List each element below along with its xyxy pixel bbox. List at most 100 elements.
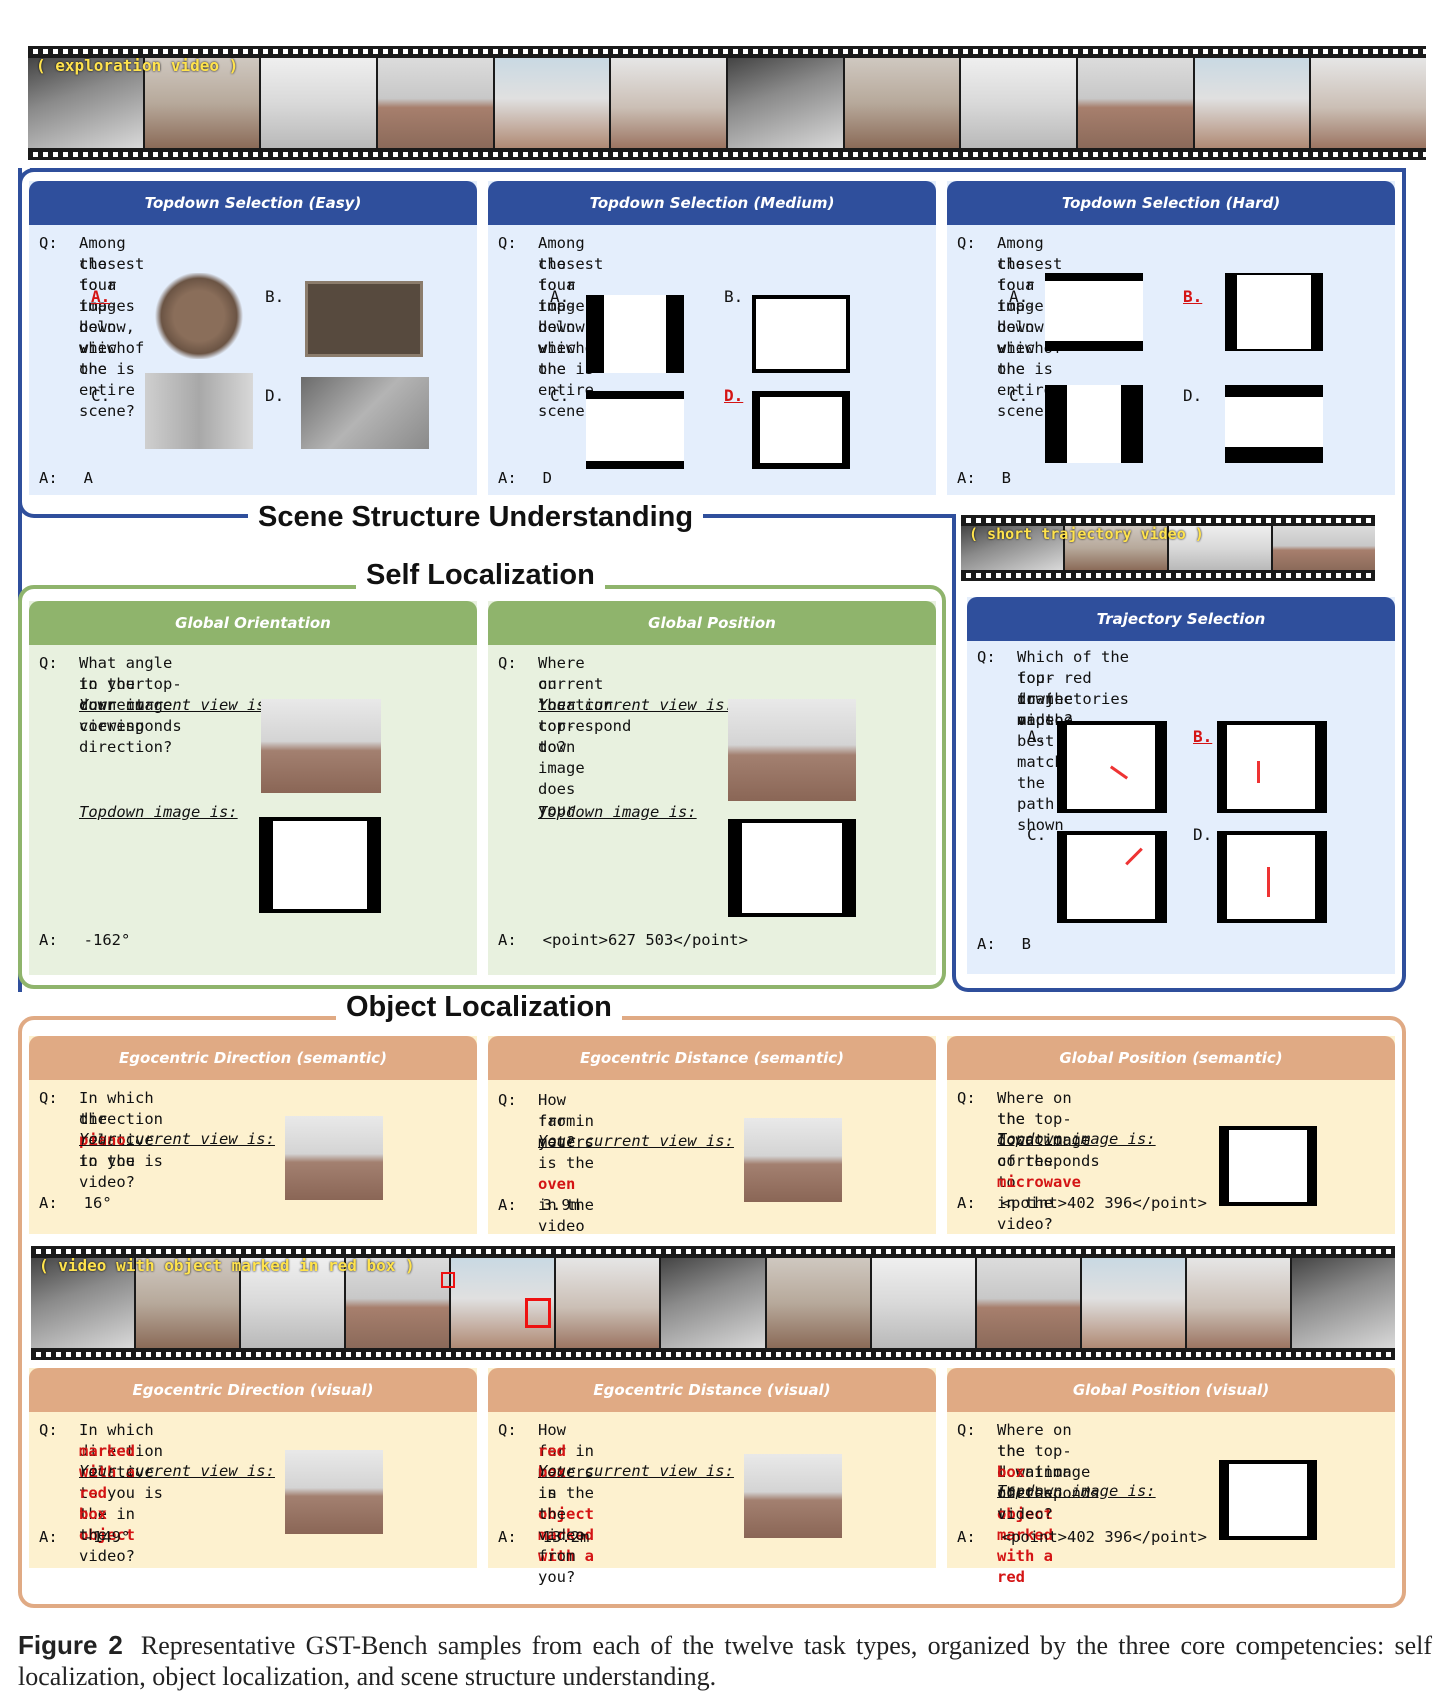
- panel-title: Topdown Selection (Easy): [29, 181, 477, 225]
- current-view-label: Your current view is:: [538, 696, 734, 714]
- panel-topdown-easy: Topdown Selection (Easy) Q: Among the fo…: [29, 181, 477, 495]
- panel-title: Topdown Selection (Hard): [947, 181, 1395, 225]
- video-frame: [1194, 58, 1310, 148]
- map-thumb: [752, 295, 850, 373]
- map-thumb: [586, 295, 684, 373]
- object-localization-title: Object Localization: [336, 990, 622, 1024]
- self-localization-title: Self Localization: [356, 558, 605, 592]
- answer-value: B: [1021, 935, 1032, 953]
- topdown-label: Topdown image is:: [538, 803, 697, 821]
- panel-title: Topdown Selection (Medium): [488, 181, 936, 225]
- red-box-marker: [441, 1272, 455, 1288]
- caption-text: Representative GST-Bench samples from ea…: [18, 1631, 1432, 1691]
- panel-title: Egocentric Direction (visual): [29, 1368, 477, 1412]
- video-frame: [611, 58, 727, 148]
- option-b: B.: [724, 287, 744, 306]
- answer-value: -149°: [83, 1528, 131, 1546]
- panel-ego-direction-visual: Egocentric Direction (visual) Q: In whic…: [29, 1368, 477, 1568]
- option-c: C.: [1009, 386, 1029, 405]
- video-frame: [1078, 58, 1193, 148]
- panel-title: Global Position (semantic): [947, 1036, 1395, 1080]
- option-a: A.: [1027, 727, 1047, 746]
- topdown-label: Topdown image is:: [997, 1482, 1156, 1500]
- video-frame: [378, 58, 493, 148]
- current-view-image: [261, 699, 381, 793]
- answer-value: <point>402 396</point>: [1001, 1194, 1207, 1212]
- current-view-label: Your current view is:: [538, 1132, 734, 1150]
- panel-global-position: Global Position Q: Where on the top-down…: [488, 601, 936, 975]
- option-d: D.: [1193, 825, 1213, 844]
- option-a: A.: [550, 287, 570, 306]
- video-frame: [844, 58, 960, 148]
- panel-ego-direction-semantic: Egocentric Direction (semantic) Q: In wh…: [29, 1036, 477, 1234]
- topdown-map: [1219, 1126, 1317, 1206]
- panel-title: Egocentric Distance (visual): [488, 1368, 936, 1412]
- panel-ego-distance-semantic: Egocentric Distance (semantic) Q: How fa…: [488, 1036, 936, 1235]
- topdown-label: Topdown image is:: [79, 803, 238, 821]
- current-view-label: Your current view is:: [538, 1462, 734, 1480]
- map-thumb: [1045, 273, 1143, 351]
- current-view-image: [285, 1116, 383, 1200]
- map-thumb: [586, 391, 684, 469]
- panel-topdown-medium: Topdown Selection (Medium) Q: Among the …: [488, 181, 936, 495]
- video-frame: [1273, 526, 1375, 570]
- option-d: D.: [265, 386, 285, 405]
- option-c: C.: [550, 386, 570, 405]
- answer-value: 13.2m: [542, 1528, 590, 1546]
- video-frame: [1065, 526, 1167, 570]
- answer-value: 3.9m: [542, 1196, 580, 1214]
- video-frame: [976, 1258, 1080, 1348]
- video-frame: [1186, 1258, 1290, 1348]
- panel-title: Global Position: [488, 601, 936, 645]
- render-topdown-d: [301, 377, 429, 449]
- panel-title: Trajectory Selection: [967, 597, 1395, 641]
- video-frame: [1081, 1258, 1185, 1348]
- figure-label: Figure 2: [18, 1630, 123, 1660]
- scene-structure-title: Scene Structure Understanding: [248, 500, 704, 534]
- short-trajectory-label: ( short trajectory video ): [969, 525, 1204, 543]
- current-view-label: Your current view is:: [79, 1462, 275, 1480]
- red-box-marker: [525, 1298, 551, 1328]
- panel-topdown-hard: Topdown Selection (Hard) Q: Among the fo…: [947, 181, 1395, 495]
- panel-ego-distance-visual: Egocentric Distance (visual) Q: How far …: [488, 1368, 936, 1586]
- answer-value: 16°: [83, 1194, 112, 1212]
- short-trajectory-video-strip: ( short trajectory video ): [961, 515, 1375, 581]
- current-view-label: Your current view is:: [79, 696, 275, 714]
- object-video-strip: ( video with object marked in red box ): [31, 1246, 1395, 1360]
- panel-trajectory-selection: Trajectory Selection Q: Which of the fou…: [967, 597, 1395, 974]
- video-frame: [451, 1258, 555, 1348]
- video-frame: [241, 1258, 345, 1348]
- option-d: D.: [1183, 386, 1203, 405]
- video-frame: [1291, 1258, 1395, 1348]
- map-thumb: [1045, 385, 1143, 463]
- current-view-image: [728, 699, 856, 801]
- map-thumb: [1225, 385, 1323, 463]
- panel-global-position-visual: Global Position (visual) Q: Where on the…: [947, 1368, 1395, 1586]
- option-b: B.: [265, 287, 285, 306]
- video-frame: [261, 58, 377, 148]
- video-frame: [766, 1258, 870, 1348]
- video-frame: [494, 58, 610, 148]
- scene-right-edge: [1402, 168, 1406, 528]
- map-thumb: [1225, 273, 1323, 351]
- video-frame: [136, 1258, 240, 1348]
- video-frame: [31, 1258, 135, 1348]
- answer-value: D: [542, 469, 553, 487]
- topdown-map: [728, 819, 856, 917]
- panel-global-position-semantic: Global Position (semantic) Q: Where on t…: [947, 1036, 1395, 1234]
- answer-value: A: [83, 469, 94, 487]
- panel-global-orientation: Global Orientation Q: What angle in the …: [29, 601, 477, 975]
- option-c: C.: [91, 386, 111, 405]
- panel-title: Egocentric Direction (semantic): [29, 1036, 477, 1080]
- answer-value: B: [1001, 469, 1012, 487]
- object-video-label: ( video with object marked in red box ): [39, 1256, 415, 1275]
- scene-structure-line: [725, 514, 955, 518]
- answer-value: <point>627 503</point>: [542, 931, 748, 949]
- video-frame: [556, 1258, 660, 1348]
- option-d-correct: D.: [724, 386, 744, 405]
- current-view-image: [285, 1450, 383, 1534]
- panel-title: Global Position (visual): [947, 1368, 1395, 1412]
- topdown-map: [1219, 1460, 1317, 1540]
- video-frame: [346, 1258, 450, 1348]
